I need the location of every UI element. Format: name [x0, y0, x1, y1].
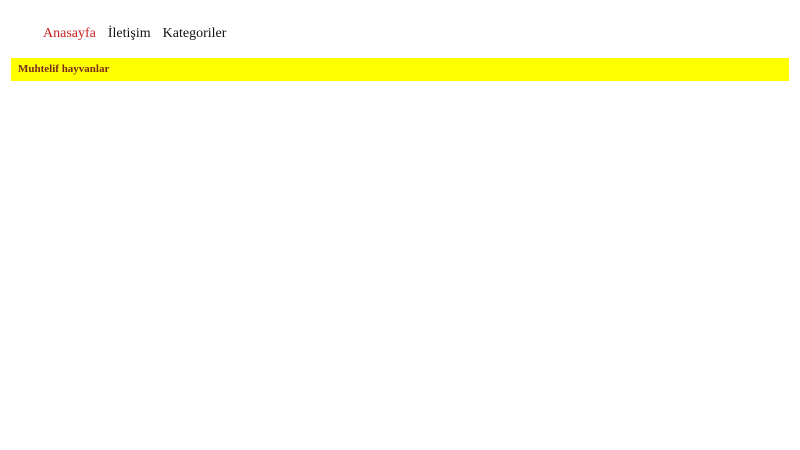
nav-link-home[interactable]: Anasayfa — [43, 26, 96, 41]
main-nav: Anasayfa İletişim Kategoriler — [43, 25, 226, 43]
nav-link-categories[interactable]: Kategoriler — [162, 26, 227, 41]
nav-link-contact[interactable]: İletişim — [107, 26, 151, 41]
category-title: Muhtelif hayvanlar — [18, 63, 110, 75]
category-banner: Muhtelif hayvanlar — [11, 58, 789, 81]
